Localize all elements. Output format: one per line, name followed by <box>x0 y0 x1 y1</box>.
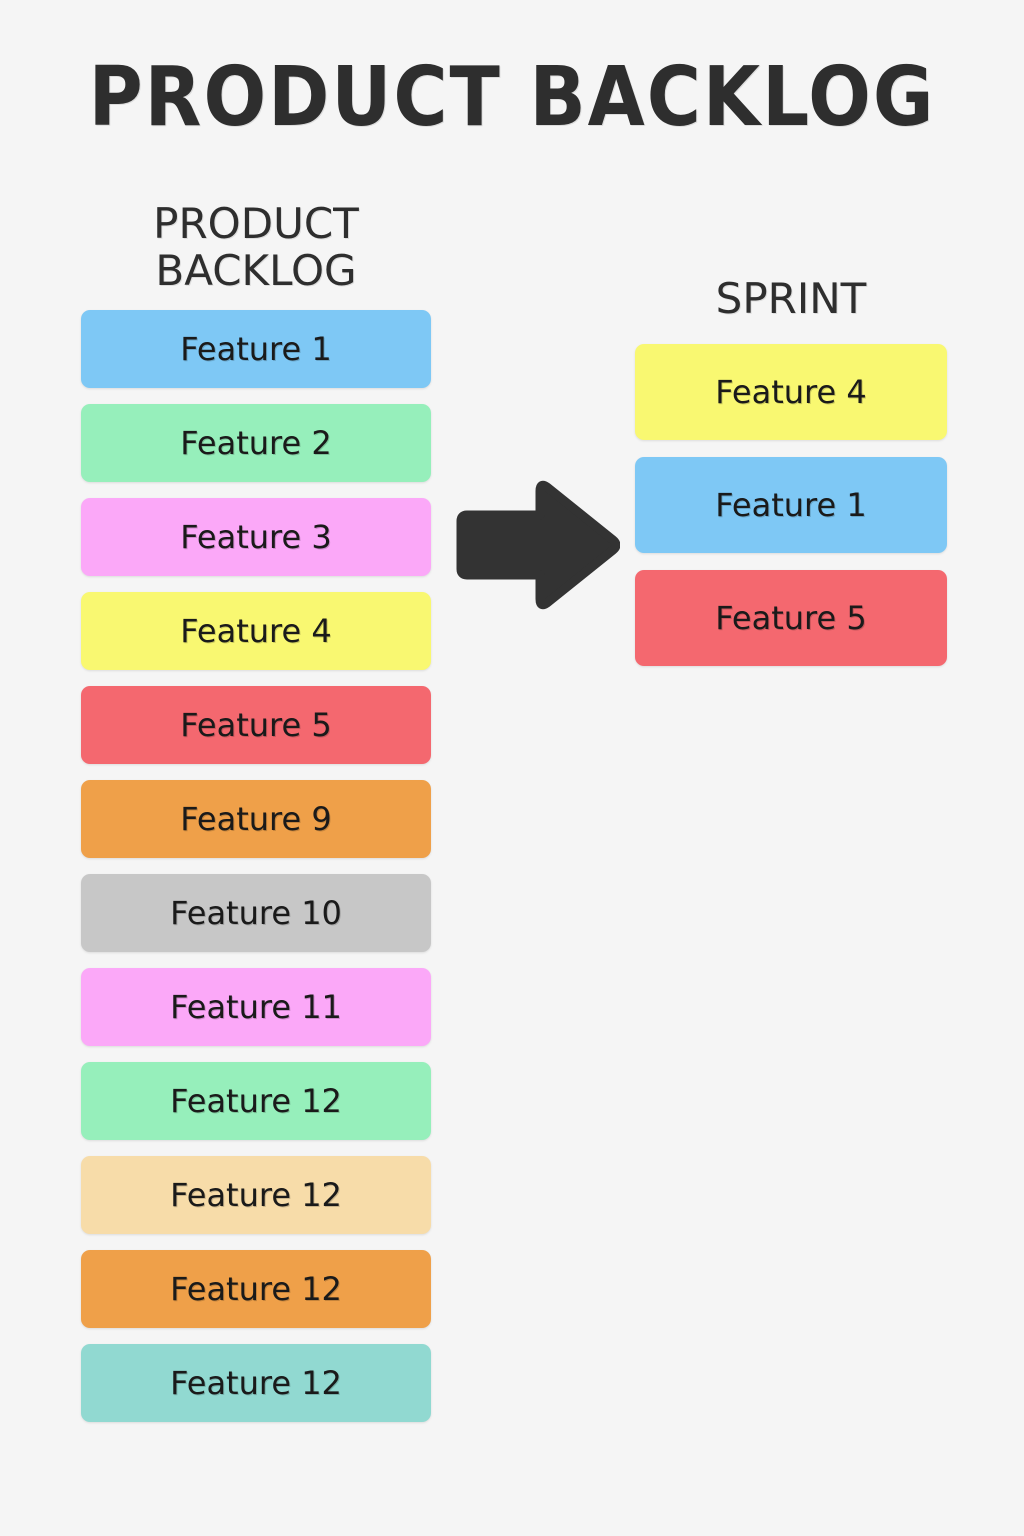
backlog-item-card-label: Feature 12 <box>170 1270 342 1309</box>
backlog-item-card[interactable]: Feature 4 <box>81 592 431 671</box>
backlog-item-card-label: Feature 1 <box>180 330 332 369</box>
backlog-item-card-label: Feature 11 <box>170 988 342 1027</box>
backlog-item-card[interactable]: Feature 9 <box>81 780 431 859</box>
sprint-item-card[interactable]: Feature 5 <box>635 570 947 667</box>
sprint-item-card[interactable]: Feature 4 <box>635 344 947 441</box>
product-backlog-card-list: Feature 1 Feature 2 Feature 3 Feature 4 Feat… <box>81 310 431 1423</box>
backlog-item-card-label: Feature 3 <box>180 518 332 557</box>
backlog-item-card-label: Feature 4 <box>180 612 332 651</box>
sprint-column-header: SPRINT <box>715 274 867 323</box>
backlog-item-card-label: Feature 2 <box>180 424 332 463</box>
page-title: PRODUCT BACKLOG <box>88 50 936 145</box>
backlog-item-card[interactable]: Feature 10 <box>81 874 431 953</box>
backlog-item-card[interactable]: Feature 11 <box>81 968 431 1047</box>
sprint-column: SPRINT Feature 4 Feature 1 Feature 5 <box>635 274 947 667</box>
backlog-item-card-label: Feature 9 <box>180 800 332 839</box>
flow-arrow-right-icon <box>455 480 621 610</box>
backlog-item-card[interactable]: Feature 1 <box>81 310 431 389</box>
sprint-item-card-label: Feature 4 <box>715 373 867 412</box>
backlog-item-card[interactable]: Feature 2 <box>81 404 431 483</box>
backlog-item-card-label: Feature 5 <box>180 706 332 745</box>
sprint-item-card-label: Feature 1 <box>715 486 867 525</box>
product-backlog-header-line-1: PRODUCT <box>153 199 359 248</box>
backlog-item-card-label: Feature 12 <box>170 1364 342 1403</box>
backlog-item-card[interactable]: Feature 3 <box>81 498 431 577</box>
backlog-item-card-label: Feature 12 <box>170 1082 342 1121</box>
backlog-item-card[interactable]: Feature 12 <box>81 1250 431 1329</box>
sprint-item-card[interactable]: Feature 1 <box>635 457 947 554</box>
product-backlog-header-line-2: BACKLOG <box>155 246 357 296</box>
sprint-card-list: Feature 4 Feature 1 Feature 5 <box>635 344 947 667</box>
backlog-item-card[interactable]: Feature 12 <box>81 1344 431 1423</box>
product-backlog-column-header: PRODUCT BACKLOG <box>81 200 431 294</box>
sprint-item-card-label: Feature 5 <box>715 599 867 638</box>
backlog-item-card-label: Feature 10 <box>170 894 342 933</box>
backlog-item-card-label: Feature 12 <box>170 1176 342 1215</box>
backlog-item-card[interactable]: Feature 12 <box>81 1156 431 1235</box>
backlog-item-card[interactable]: Feature 5 <box>81 686 431 765</box>
backlog-item-card[interactable]: Feature 12 <box>81 1062 431 1141</box>
